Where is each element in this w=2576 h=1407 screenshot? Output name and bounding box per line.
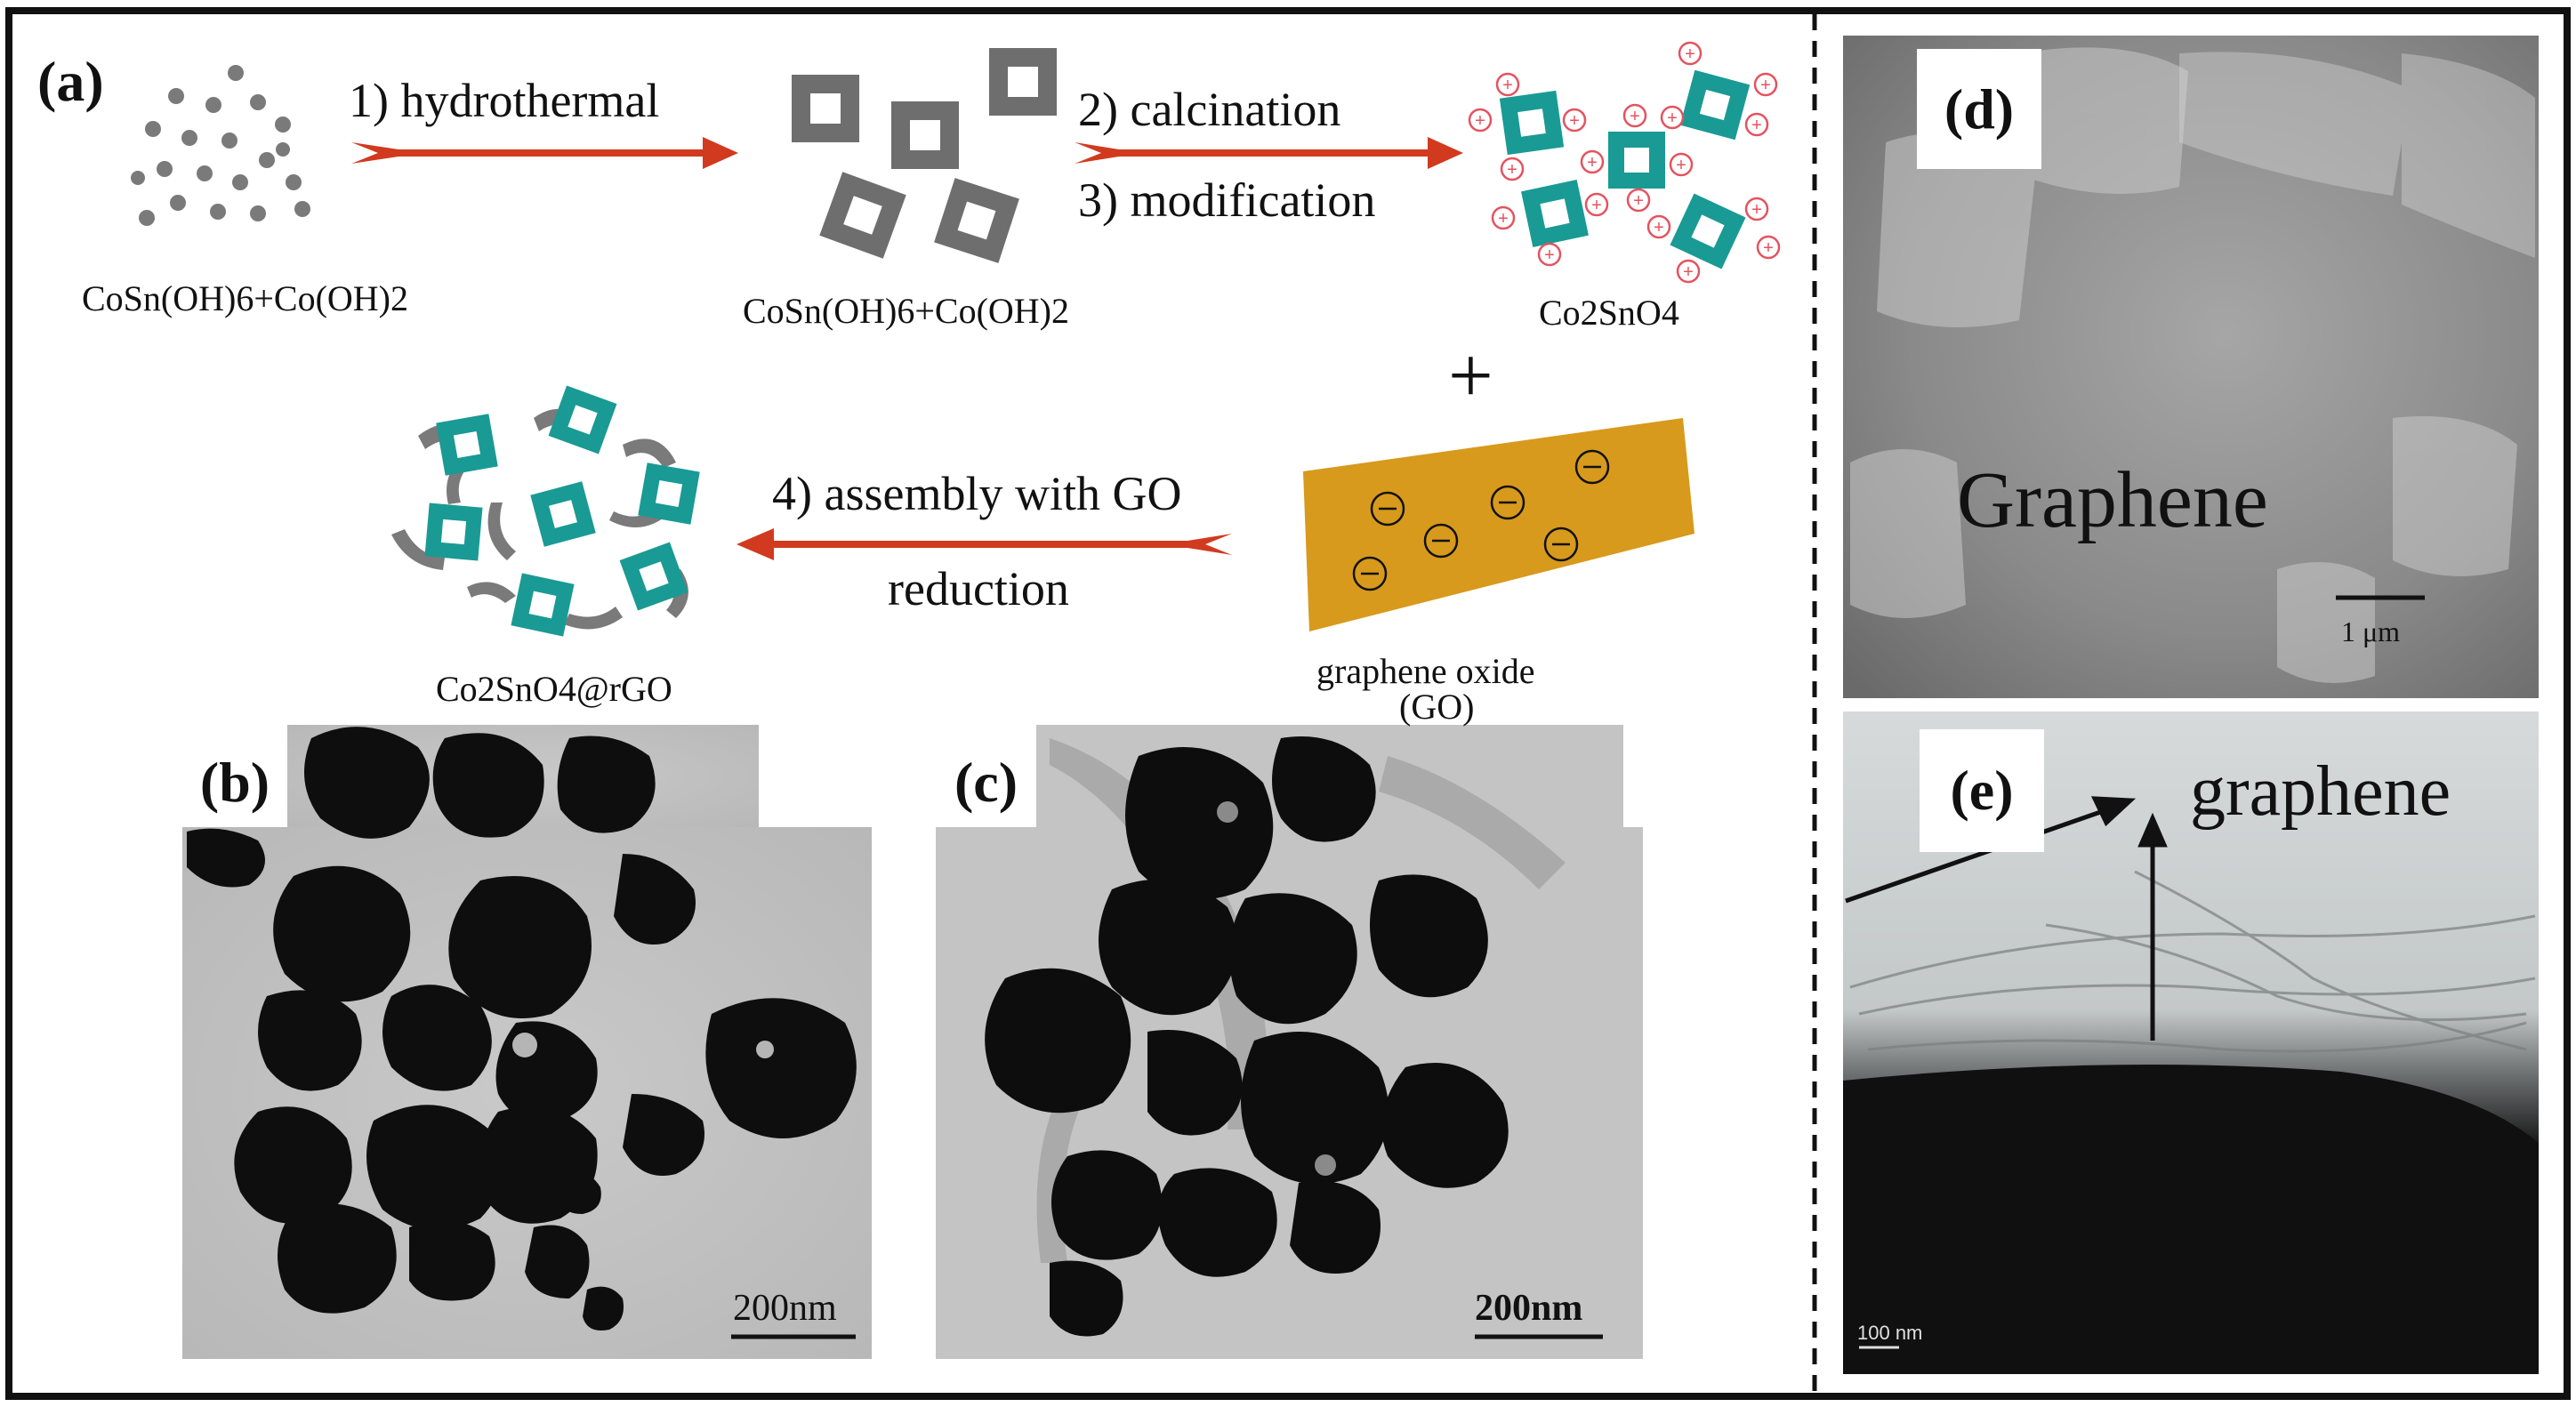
step4-label: 4) assembly with GO [772,467,1182,520]
scale-label-d: 1 μm [2341,615,2401,647]
svg-text:+: + [1685,44,1695,64]
step4b-label: reduction [888,562,1069,615]
svg-text:+: + [1633,191,1644,211]
svg-text:+: + [1544,245,1555,265]
svg-text:+: + [1502,76,1513,95]
co2sno4-cubes: +++ +++ +++ +++ +++ +++ + [1468,41,1781,284]
panel-label-b-box: (b) [182,738,287,827]
co2sno4-label: Co2SnO4 [1539,293,1679,333]
svg-text:+: + [1498,209,1509,229]
svg-text:+: + [1760,76,1771,95]
composite-structure [391,385,700,637]
panel-label-a: (a) [37,50,104,113]
svg-text:+: + [1763,238,1774,258]
gray-cubes [792,48,1057,263]
step2-label: 2) calcination [1078,83,1341,136]
precursor-formula-label: CoSn(OH)6+Co(OH)2 [82,278,408,318]
arrow-calcination [1075,137,1463,169]
panel-label-c: (c) [954,751,1018,814]
graphene-arrows [1845,796,2168,1041]
plus-sign: + [1448,332,1493,420]
svg-text:+: + [1507,160,1517,180]
svg-text:+: + [1683,262,1694,282]
negative-charges [1352,449,1610,591]
panel-label-e: (e) [1950,759,2014,822]
panel-label-e-box: (e) [1920,729,2044,852]
scale-label-e: 100 nm [1857,1322,1923,1344]
go-label-line2: (GO) [1399,687,1475,727]
graphene-annotation-e: graphene [2190,752,2451,831]
product-label: Co2SnO4@rGO [436,669,672,709]
arrow-hydrothermal [351,137,738,169]
scale-label-b: 200nm [733,1288,837,1329]
svg-text:+: + [1569,111,1580,131]
svg-text:+: + [1475,111,1485,131]
cubes-formula-label: CoSn(OH)6+Co(OH)2 [743,291,1069,331]
graphene-annotation-d: Graphene [1957,456,2268,544]
svg-text:+: + [1630,107,1640,126]
go-label-line1: graphene oxide [1316,651,1535,691]
panel-label-c-box: (c) [936,738,1036,827]
svg-text:+: + [1654,218,1664,237]
svg-text:+: + [1751,116,1762,135]
panel-label-d-box: (d) [1917,49,2041,169]
svg-text:+: + [1587,153,1598,173]
svg-text:+: + [1751,200,1762,220]
panel-label-d: (d) [1944,76,2015,141]
svg-text:+: + [1591,196,1602,215]
arrow-assembly [737,528,1232,560]
scale-label-c: 200nm [1475,1288,1583,1329]
particle-edge [1843,1065,2539,1374]
graphene-oxide-sheet [1303,418,1695,631]
panel-label-b: (b) [199,751,270,814]
tem-image-b [182,725,872,1359]
svg-text:+: + [1676,156,1686,175]
step1-label: 1) hydrothermal [349,74,660,127]
precursor-dots [131,65,310,226]
schematic-panel-a: +++ +++ +++ +++ +++ +++ + [131,41,1781,637]
svg-text:+: + [1667,109,1678,128]
tem-image-c [936,725,1643,1359]
step3-label: 3) modification [1078,173,1376,227]
